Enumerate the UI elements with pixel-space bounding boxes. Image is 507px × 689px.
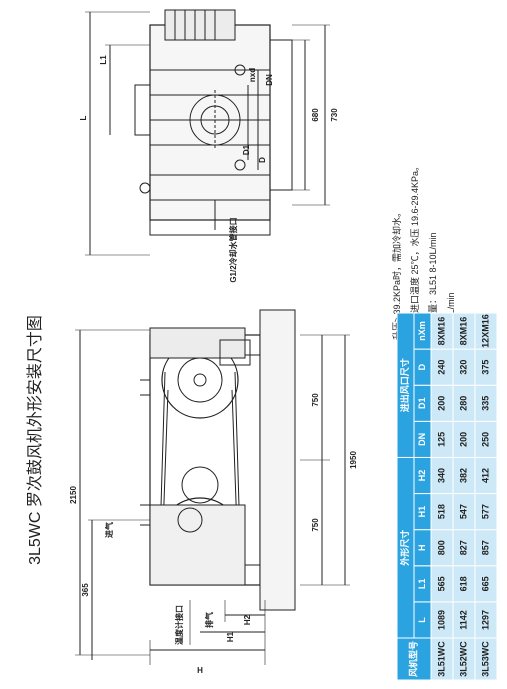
table-cell: 280 [458,396,468,411]
blower-plan-drawing [75,309,350,665]
svg-text:D1: D1 [242,144,251,155]
dim-D: D [258,157,267,163]
left-dim-750b: 750 [311,518,320,532]
svg-text:365: 365 [81,583,90,597]
note-1: 升压≥ 39.2KPa时，需加冷却水。 [391,208,402,340]
svg-text:750: 750 [311,518,320,532]
left-dim-2150: 2150 [69,486,78,504]
table-cell: 320 [458,360,468,375]
blower-side-drawing [85,9,330,256]
svg-text:进气: 进气 [104,522,114,538]
table-col-L: L [417,617,427,623]
left-dim-1950: 1950 [349,451,358,469]
table-header-ports: 进出风口尺寸 [399,358,410,412]
svg-text:G1/2冷却水管接口: G1/2冷却水管接口 [228,217,238,282]
table-cell: 200 [436,396,446,411]
dim-L: L [79,115,88,120]
dim-nxd: nxd [248,68,257,82]
table-cell: 1142 [458,610,468,630]
water-port-label: G1/2冷却水管接口 [228,217,238,282]
gauge-label: 温度计接口 [174,605,184,645]
dim-DN: DN [265,74,274,86]
svg-text:排气: 排气 [204,612,214,628]
table-cell: 12XM16 [480,314,490,348]
table-cell: 375 [480,360,490,375]
table-cell: 240 [436,360,446,375]
table-cell: 1297 [480,610,490,630]
table-cell: 412 [480,468,490,483]
note-3: 冷却水量：3L51 8-10L/min [427,232,438,340]
svg-text:D: D [258,157,267,163]
table-cell: 335 [480,396,490,411]
table-cell: 1089 [436,610,446,630]
table-header-model: 风机型号 [407,641,418,677]
svg-text:L1: L1 [99,55,108,65]
svg-text:680: 680 [311,108,320,122]
inlet-label: 进气 [104,522,114,538]
table-cell: 125 [436,432,446,447]
table-cell: 8XM16 [458,317,468,346]
table-row-model: 3L52WC [458,641,468,677]
table-cell: 618 [458,576,468,591]
dim-L1: L1 [99,55,108,65]
svg-text:750: 750 [311,393,320,407]
table-col-DN: DN [417,433,427,446]
svg-text:2150: 2150 [69,486,78,504]
svg-text:H: H [197,666,203,675]
left-dim-365: 365 [81,583,90,597]
table-col-L1: L1 [417,579,427,590]
dim-730: 730 [330,108,339,122]
table-cell: 800 [436,540,446,555]
dim-H: H [197,666,203,675]
svg-text:H1: H1 [226,631,235,642]
table-row-model: 3L53WC [480,641,490,677]
table-cell: 518 [436,504,446,519]
table-col-H1: H1 [417,506,427,518]
table-cell: 200 [458,432,468,447]
table-cell: 565 [436,576,446,591]
table-col-nXm: nXm [417,321,427,341]
table-header-dimensions: 外形尺寸 [399,530,410,567]
svg-text:1950: 1950 [349,451,358,469]
table-cell: 8XM16 [436,317,446,346]
left-dim-750a: 750 [311,393,320,407]
svg-text:L: L [79,115,88,120]
dim-H2: H2 [243,614,252,625]
svg-text:nxd: nxd [248,68,257,82]
note-2: 冷却水进口温度 25℃，水压 19.6-29.4KPa。 [409,162,420,340]
svg-text:温度计接口: 温度计接口 [174,605,184,645]
table-cell: 382 [458,468,468,483]
table-cell: 577 [480,504,490,519]
table-cell: 827 [458,540,468,555]
dim-680: 680 [311,108,320,122]
dim-D1: D1 [242,144,251,155]
table-cell: 340 [436,468,446,483]
table-col-H2: H2 [417,470,427,482]
svg-text:H2: H2 [243,614,252,625]
page-title: 3L5WC 罗次鼓风机外形安装尺寸图 [26,315,44,565]
table-col-H: H [417,544,427,551]
table-cell: 547 [458,504,468,519]
table-col-D1: D1 [417,398,427,410]
table-cell: 665 [480,576,490,591]
table-cell: 250 [480,432,490,447]
outlet-label: 排气 [204,612,214,628]
table-row-model: 3L51WC [436,641,446,677]
svg-text:DN: DN [265,74,274,86]
table-col-D: D [417,363,427,370]
dim-H1: H1 [226,631,235,642]
svg-text:730: 730 [330,108,339,122]
table-cell: 857 [480,540,490,555]
